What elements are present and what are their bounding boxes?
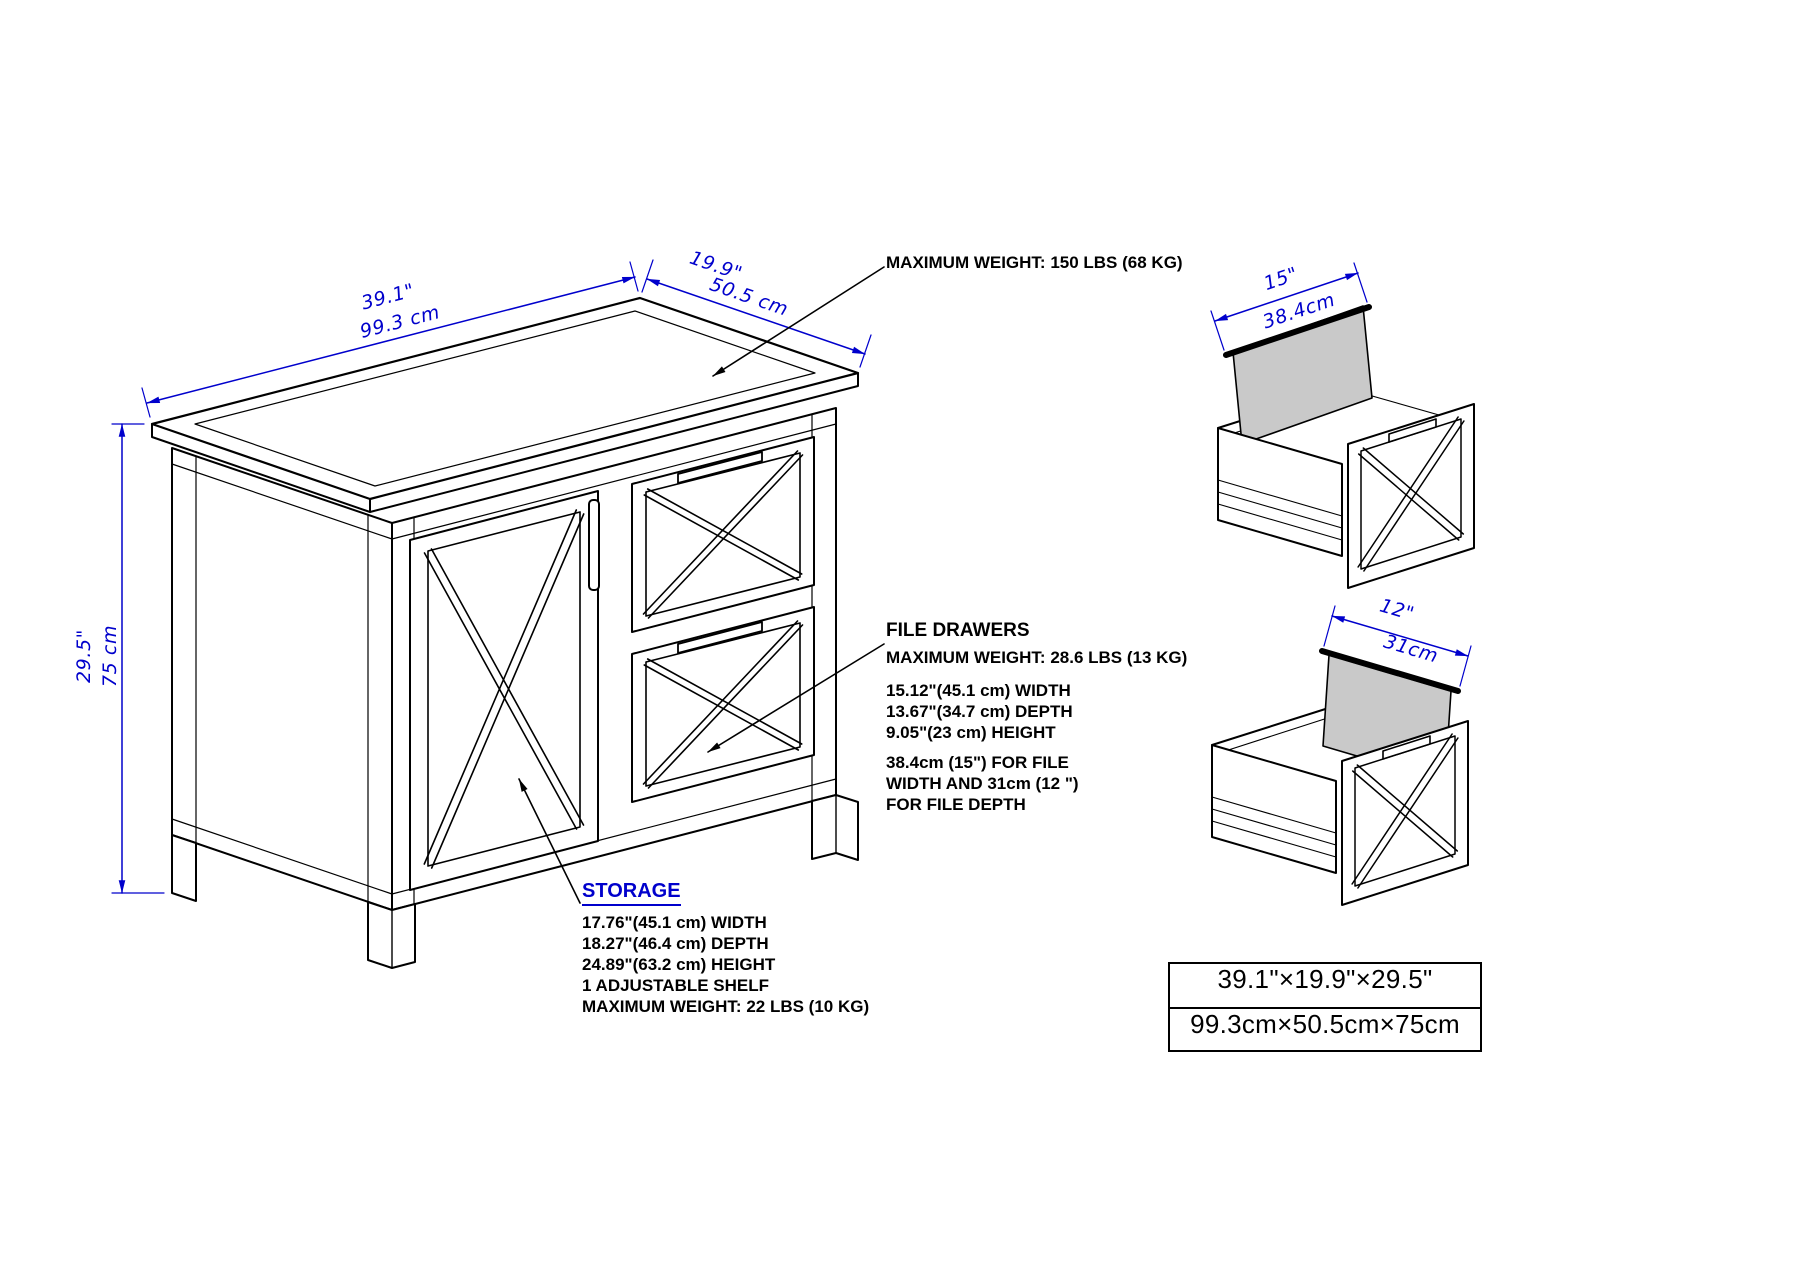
cabinet-upper-drawer <box>631 436 815 633</box>
storage-spec-depth: 18.27"(46.4 cm) DEPTH <box>582 934 769 953</box>
upper-drawer-handle <box>677 451 763 484</box>
door-handle <box>588 499 600 591</box>
cabinet-lower-drawer <box>631 606 815 803</box>
hanging-file-width <box>1223 304 1373 445</box>
size-box: 39.1"×19.9"×29.5" 99.3cm×50.5cm×75cm <box>1168 962 1482 1052</box>
height-inches-label: 29.5" <box>73 628 95 684</box>
file-drawers-title: FILE DRAWERS <box>886 620 1030 641</box>
size-box-inches: 39.1"×19.9"×29.5" <box>1217 964 1433 994</box>
detail-top-front-panel <box>1347 403 1475 589</box>
cabinet-dimension-lines <box>111 259 872 894</box>
file-size-note-line2: WIDTH AND 31cm (12 ") <box>886 774 1079 793</box>
storage-title: STORAGE <box>582 880 681 906</box>
storage-leader <box>518 778 581 904</box>
detail-bottom-front-panel <box>1341 720 1469 906</box>
file-size-note-line1: 38.4cm (15") FOR FILE <box>886 753 1069 772</box>
cabinet-storage-door <box>409 490 600 891</box>
leader-lines <box>518 266 885 904</box>
file-depth-dimension <box>1323 605 1472 687</box>
cabinet-drawing <box>150 296 860 969</box>
lower-drawer-handle <box>677 621 763 654</box>
size-box-cm: 99.3cm×50.5cm×75cm <box>1170 1007 1480 1050</box>
cabinet-legs <box>171 794 859 969</box>
file-drawer-spec-width: 15.12"(45.1 cm) WIDTH <box>886 681 1071 700</box>
file-drawers-leader <box>707 643 885 753</box>
storage-note: 17.76"(45.1 cm) WIDTH 18.27"(46.4 cm) DE… <box>582 912 869 1017</box>
storage-spec-max-weight: MAXIMUM WEIGHT: 22 LBS (10 KG) <box>582 997 870 1016</box>
storage-spec-height: 24.89"(63.2 cm) HEIGHT <box>582 955 776 974</box>
storage-spec-shelf: 1 ADJUSTABLE SHELF <box>582 976 770 995</box>
height-cm-label: 75 cm <box>99 624 121 688</box>
drawer-detail-top <box>1210 262 1475 589</box>
max-weight-leader <box>712 266 885 377</box>
file-drawer-spec-height: 9.05"(23 cm) HEIGHT <box>886 723 1056 742</box>
file-drawer-spec-depth: 13.67"(34.7 cm) DEPTH <box>886 702 1073 721</box>
max-weight-note: MAXIMUM WEIGHT: 150 LBS (68 KG) <box>886 253 1183 272</box>
storage-spec-width: 17.76"(45.1 cm) WIDTH <box>582 913 767 932</box>
file-drawers-note: FILE DRAWERS MAXIMUM WEIGHT: 28.6 LBS (1… <box>886 620 1187 815</box>
drawer-detail-bottom <box>1211 605 1472 906</box>
file-size-note-line3: FOR FILE DEPTH <box>886 795 1026 814</box>
file-width-dimension <box>1210 262 1368 351</box>
file-drawers-max-weight: MAXIMUM WEIGHT: 28.6 LBS (13 KG) <box>886 648 1188 667</box>
